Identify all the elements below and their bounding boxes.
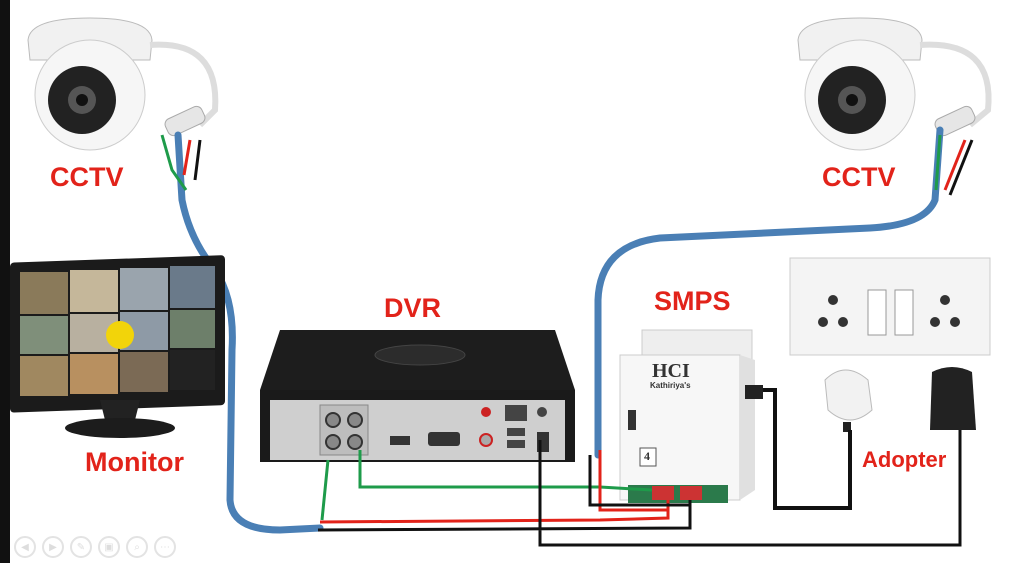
label-cctv-right: CCTV	[822, 162, 896, 192]
wall-socket	[789, 257, 991, 356]
power-wire-black	[317, 430, 962, 547]
smps-power-supply	[619, 329, 763, 503]
slides-icon[interactable]: ▣	[98, 536, 120, 558]
prev-icon[interactable]: ◀	[14, 536, 36, 558]
label-cctv-left: CCTV	[50, 162, 124, 192]
coax-cable-right	[594, 126, 944, 459]
label-adopter: Adopter	[862, 447, 947, 472]
slideshow-toolbar: ◀ ▶ ✎ ▣ ⌕ ⋯	[14, 536, 176, 558]
smps-channels: 4	[644, 449, 650, 463]
left-edge-bar	[0, 0, 10, 563]
label-smps: SMPS	[654, 286, 731, 316]
smps-brand-logo: HCI	[652, 360, 690, 382]
adapter-cable	[763, 388, 852, 510]
more-icon[interactable]: ⋯	[154, 536, 176, 558]
power-plug	[824, 369, 873, 432]
label-monitor: Monitor	[85, 447, 184, 477]
monitor	[10, 255, 225, 438]
pen-icon[interactable]: ✎	[70, 536, 92, 558]
smps-brand-sub: Kathiriya's	[650, 381, 691, 390]
label-dvr: DVR	[384, 293, 442, 323]
zoom-icon[interactable]: ⌕	[126, 536, 148, 558]
cctv-camera-right	[797, 17, 992, 151]
power-wire-red	[319, 450, 670, 524]
video-wire-green	[320, 450, 653, 521]
coax-cable-left	[174, 131, 324, 534]
cctv-camera-left	[27, 17, 219, 151]
dvr	[260, 330, 575, 462]
next-icon[interactable]: ▶	[42, 536, 64, 558]
power-adapter	[930, 367, 976, 430]
